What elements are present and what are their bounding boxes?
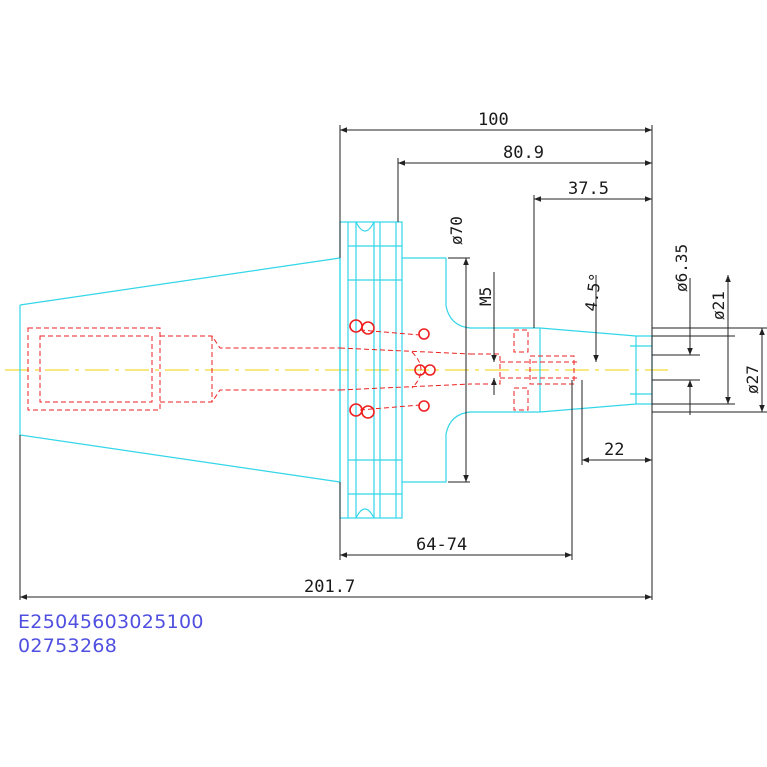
holder-outline xyxy=(19,221,653,519)
dim-total-length: 201.7 xyxy=(304,577,355,597)
dimension-lines xyxy=(19,125,767,600)
dim-thread: M5 xyxy=(476,287,495,306)
article-number: E25045603025100 xyxy=(18,611,204,633)
dim-overall-length: 100 xyxy=(478,110,509,130)
dim-clamp-range: 64-74 xyxy=(416,535,467,555)
hidden-details xyxy=(27,327,580,411)
ball-bearings xyxy=(349,319,436,419)
dim-flange-diameter: ø70 xyxy=(447,216,466,245)
dim-nose-step: 22 xyxy=(604,440,624,460)
dim-flange-to-tip: 80.9 xyxy=(503,143,544,163)
dim-taper-angle: 4.5° xyxy=(581,272,605,313)
part-codes: E25045603025100 02753268 xyxy=(18,610,204,658)
dim-nose-length: 37.5 xyxy=(568,179,609,199)
dim-bore-diameter: ø6.35 xyxy=(672,244,691,292)
order-number: 02753268 xyxy=(18,635,118,657)
dim-nose-small-diameter: ø21 xyxy=(709,291,728,320)
dim-nose-large-diameter: ø27 xyxy=(743,365,762,394)
